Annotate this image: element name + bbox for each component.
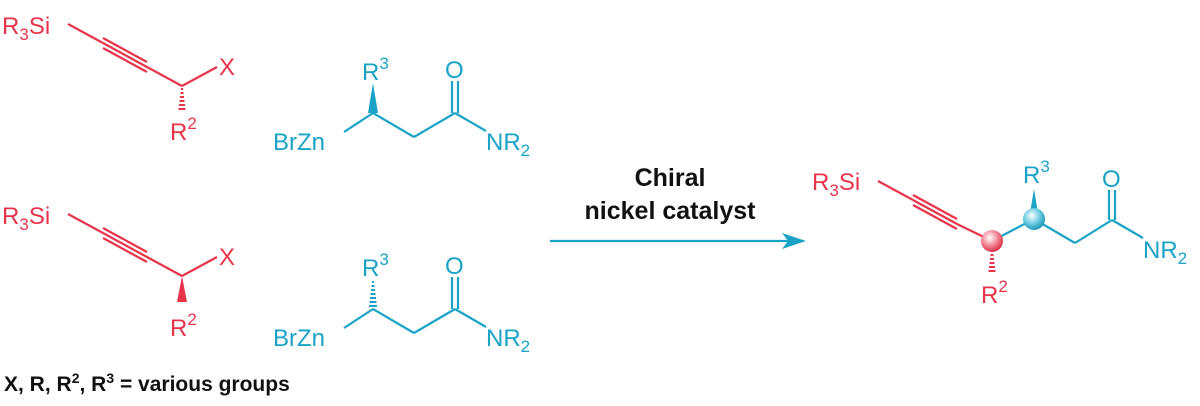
- nr2-label: NR2: [486, 129, 530, 160]
- r2-label: R2: [170, 310, 197, 342]
- catalyst-label-line2: nickel catalyst: [584, 197, 756, 225]
- r2-label: R2: [981, 277, 1008, 309]
- alkyne-bonds: [67, 23, 218, 87]
- reagent-zinc-top: R3 O BrZn NR2: [273, 54, 530, 160]
- hashed-wedge: [369, 281, 377, 307]
- hashed-wedge: [988, 250, 996, 272]
- product: R3Si R2 R3 O NR2: [812, 157, 1187, 309]
- o-label: O: [1102, 166, 1121, 193]
- r3si-label: R3Si: [2, 203, 50, 234]
- reagent-zinc-bottom: R3 O BrZn NR2: [273, 250, 530, 356]
- bold-wedge: [177, 276, 187, 302]
- legend-caption: X, R, R2, R3 = various groups: [4, 370, 290, 396]
- reaction-arrow: [550, 233, 806, 249]
- o-label: O: [445, 253, 464, 280]
- reactant-alkyne-top: R3Si X R2: [2, 13, 235, 146]
- cyan-stereocenter-sphere: [1023, 208, 1045, 230]
- r3si-label: R3Si: [812, 169, 860, 200]
- nr2-label: NR2: [486, 325, 530, 356]
- red-stereocenter-sphere: [981, 230, 1003, 252]
- o-label: O: [445, 57, 464, 84]
- r3-label: R3: [1023, 157, 1050, 189]
- catalyst-label-line1: Chiral: [634, 164, 706, 192]
- chain-bonds: [343, 81, 487, 138]
- r3-label: R3: [362, 250, 389, 282]
- alkyne-bonds: [67, 213, 218, 277]
- hashed-wedge: [178, 88, 186, 110]
- r2-label: R2: [170, 114, 197, 146]
- r3si-label: R3Si: [2, 13, 50, 44]
- reactant-alkyne-bottom: R3Si X R2: [2, 203, 235, 342]
- r3-label: R3: [362, 54, 389, 86]
- chain-bonds: [1033, 190, 1144, 244]
- brzn-label: BrZn: [273, 325, 325, 352]
- brzn-label: BrZn: [273, 129, 325, 156]
- nr2-label: NR2: [1143, 237, 1187, 268]
- bold-wedge: [368, 83, 378, 113]
- x-label: X: [219, 244, 235, 271]
- alkyne-bonds: [877, 180, 993, 242]
- x-label: X: [219, 54, 235, 81]
- chain-bonds: [343, 277, 487, 334]
